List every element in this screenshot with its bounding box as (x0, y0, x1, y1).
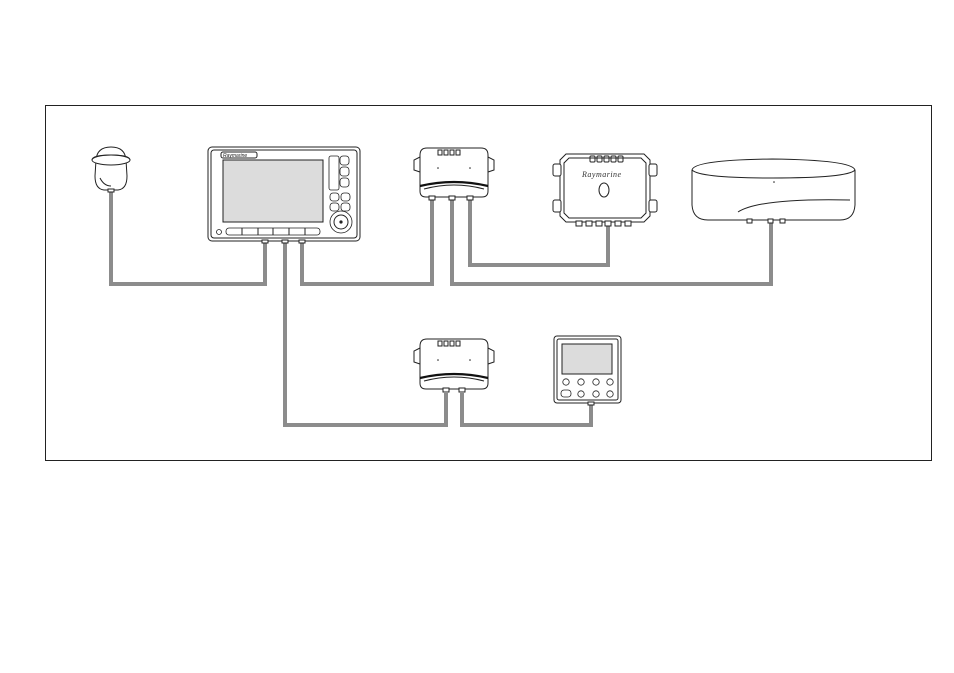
junction-box-icon (414, 339, 494, 392)
course-computer-brand-label: Raymarine (581, 170, 622, 179)
multifunction-display-icon: Raymarine (208, 147, 360, 243)
display-brand-label: Raymarine (223, 153, 247, 159)
junction-box-icon (414, 148, 494, 200)
gps-antenna-icon (92, 147, 130, 192)
course-computer-icon: Raymarine (553, 154, 657, 226)
cable-display-to-junction-lower (285, 242, 446, 425)
instrument-screen (562, 344, 612, 374)
display-screen (223, 160, 323, 222)
radar-dome-icon (692, 159, 855, 223)
instrument-display-icon (554, 336, 621, 405)
